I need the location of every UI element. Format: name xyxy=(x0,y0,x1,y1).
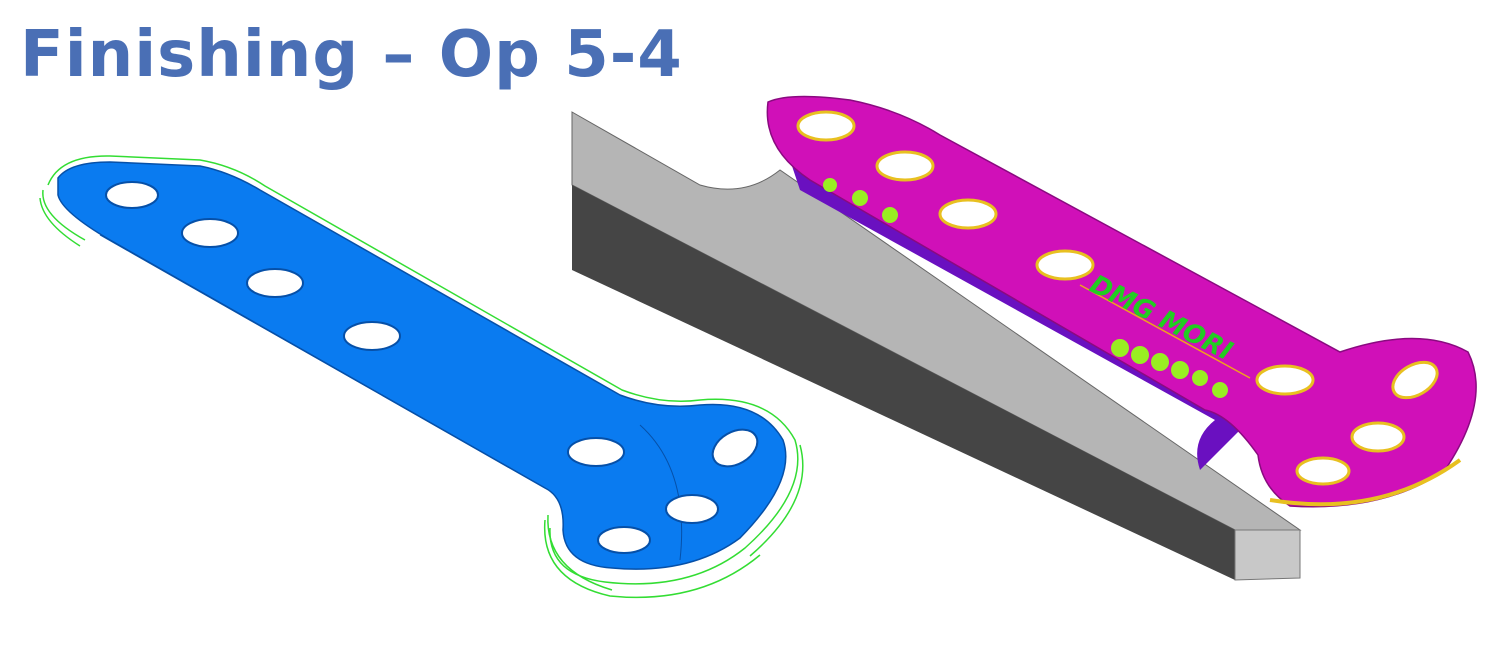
slide-title: Finishing – Op 5-4 xyxy=(20,18,683,92)
stock-simulation-image: DMG MORI xyxy=(571,95,1477,581)
finishing-toolpath-image xyxy=(39,155,804,599)
blue-plate xyxy=(57,161,787,570)
plate-underside xyxy=(790,160,1250,470)
plate-holes xyxy=(105,181,759,554)
threaded-holes xyxy=(796,110,1439,486)
green-chips xyxy=(823,178,1228,398)
stock-front-face xyxy=(572,185,1235,580)
magenta-plate xyxy=(766,95,1477,508)
toolpath-lines xyxy=(39,155,804,599)
stock-end-face xyxy=(1234,529,1301,581)
